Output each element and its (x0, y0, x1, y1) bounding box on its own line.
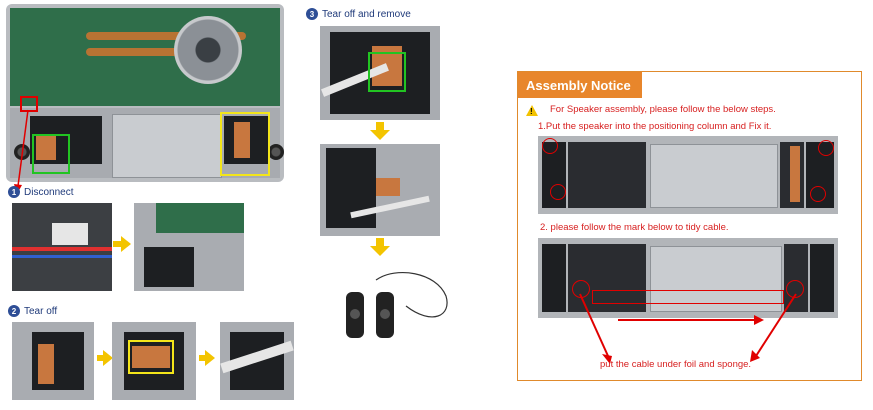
foil-highlight-box-green (32, 134, 70, 174)
cable-foil-mark (786, 280, 804, 298)
step-1-photo-connector (12, 203, 112, 291)
heatpipe (86, 48, 206, 56)
speaker-cover-right (784, 244, 808, 312)
copper-foil (38, 344, 54, 384)
removed-speakers-photo (346, 272, 448, 338)
notice-title: Assembly Notice (518, 72, 642, 98)
step-1-photo-board (134, 203, 244, 291)
yellow-arrow-head (205, 350, 215, 366)
yellow-arrow-head (103, 350, 113, 366)
cable-route-box (592, 290, 784, 304)
speaker-cover-left (568, 142, 646, 208)
touchpad (650, 144, 778, 208)
foil-highlight-box-yellow (220, 112, 270, 176)
copper-foil (790, 146, 800, 202)
red-pointer-arrow (14, 109, 29, 194)
speaker-right-round (268, 144, 284, 160)
yellow-arrow (199, 355, 205, 361)
speaker-area (144, 247, 194, 287)
position-column-mark (550, 184, 566, 200)
notice-line-4: put the cable under foil and sponge. (600, 359, 752, 370)
notice-line-3: 2. please follow the mark below to tidy … (540, 222, 729, 233)
step-3-photo-a (320, 26, 440, 120)
step-2-photo-b (112, 322, 196, 400)
connector-highlight-box (20, 96, 38, 112)
step-2-label: 2 Tear off (8, 305, 57, 317)
yellow-arrow (376, 122, 384, 130)
foil-highlight-box-green (368, 52, 406, 92)
connector (52, 223, 88, 245)
touchpad (112, 114, 222, 178)
cable (12, 247, 112, 251)
yellow-arrow (376, 238, 384, 246)
step-1-label: 1 Disconnect (8, 186, 73, 198)
laptop-base-photo (6, 4, 284, 182)
position-column-mark (542, 138, 558, 154)
notice-line-1: For Speaker assembly, please follow the … (550, 104, 776, 115)
yellow-arrow-head (121, 236, 131, 252)
yellow-arrow (97, 355, 103, 361)
notice-line-2: 1.Put the speaker into the positioning c… (538, 121, 772, 132)
warning-exclamation: ! (530, 107, 533, 116)
notice-photo-1 (538, 136, 838, 214)
cooling-fan (174, 16, 242, 84)
step-2-text: Tear off (24, 305, 58, 317)
heatpipe (86, 32, 246, 40)
yellow-arrow-head (370, 130, 390, 140)
position-column-mark (810, 186, 826, 202)
copper-foil-right (234, 122, 250, 158)
copper-foil (376, 178, 400, 196)
step-2-number: 2 (8, 305, 20, 317)
speaker-cover-left (568, 244, 646, 312)
step-1-number: 1 (8, 186, 20, 198)
yellow-arrow (113, 241, 121, 247)
motherboard (156, 203, 244, 233)
touchpad (650, 246, 782, 312)
step-2-photo-c (220, 322, 294, 400)
assembly-notice-panel: Assembly Notice ! For Speaker assembly, … (517, 71, 862, 381)
foil-highlight-box-yellow (128, 340, 174, 374)
step-3-text: Tear off and remove (322, 8, 411, 20)
step-3-number: 3 (306, 8, 318, 20)
notice-photo-2 (538, 238, 838, 318)
cable-route-arrows (579, 293, 797, 364)
yellow-arrow-head (370, 246, 390, 256)
step-2-photo-a (12, 322, 94, 400)
warning-triangle-icon (526, 105, 538, 116)
speaker-right (810, 244, 834, 312)
step-1-text: Disconnect (24, 186, 74, 198)
speaker-left (542, 244, 566, 312)
step-3-label: 3 Tear off and remove (306, 8, 411, 20)
position-column-mark (818, 140, 834, 156)
cable (12, 255, 112, 258)
step-3-photo-b (320, 144, 440, 236)
copper-foil (132, 346, 170, 368)
copper-foil-left (36, 136, 56, 160)
